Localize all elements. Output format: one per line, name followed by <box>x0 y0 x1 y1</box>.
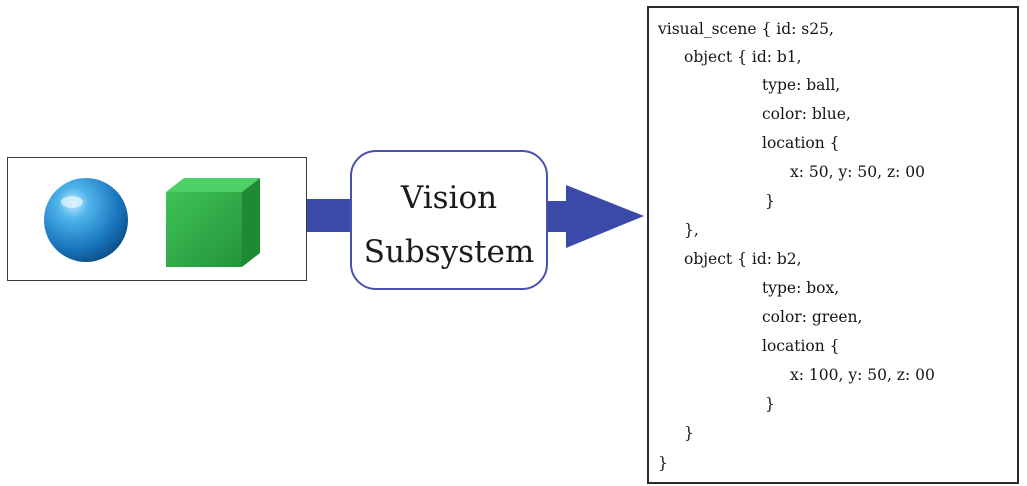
vision-label-line1: Vision <box>400 180 498 216</box>
code-line: x: 100, y: 50, z: 00 <box>790 366 935 384</box>
input-arrow-shaft <box>306 199 352 232</box>
code-line: } <box>765 395 775 413</box>
code-line: location { <box>762 337 840 355</box>
visual-scene-code-box: visual_scene { id: s25, object { id: b1,… <box>647 6 1019 484</box>
vision-subsystem-box: Vision Subsystem <box>350 150 548 290</box>
green-box-icon <box>166 178 260 267</box>
output-arrow <box>546 185 644 248</box>
code-line: x: 50, y: 50, z: 00 <box>790 163 925 181</box>
code-line: color: green, <box>762 308 863 326</box>
code-line: object { id: b1, <box>684 48 802 66</box>
vision-label-line2: Subsystem <box>363 234 535 270</box>
scene-objects <box>44 178 260 267</box>
blue-ball-icon <box>44 178 128 262</box>
input-scene-box <box>7 157 307 281</box>
code-line: location { <box>762 134 840 152</box>
code-line: }, <box>684 221 699 239</box>
code-line: color: blue, <box>762 105 851 123</box>
code-line: visual_scene { id: s25, <box>658 20 834 38</box>
code-line: } <box>658 454 668 472</box>
code-line: type: ball, <box>762 76 841 94</box>
code-line: object { id: b2, <box>684 250 802 268</box>
code-line: type: box, <box>762 279 840 297</box>
code-line: } <box>765 192 775 210</box>
code-line: } <box>684 424 694 442</box>
